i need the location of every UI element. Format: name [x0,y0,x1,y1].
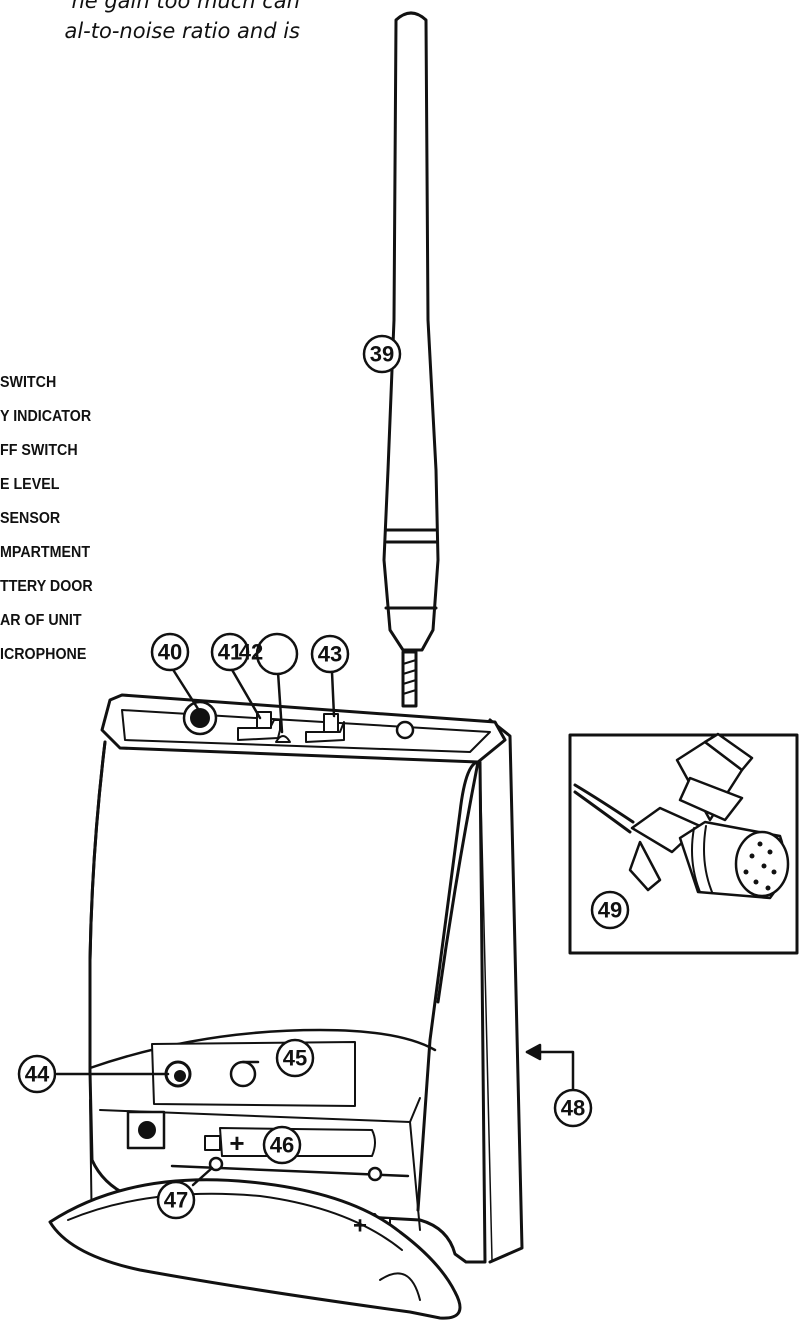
intro-line-2: al-to-noise ratio and is [64,19,300,43]
callout-46: 46 [270,1133,294,1158]
legend-item: E LEVEL [0,476,60,493]
callout-40: 40 [158,640,182,665]
legend-item: MPARTMENT [0,544,91,561]
legend-item: FF SWITCH [0,442,78,459]
top-controls [182,700,415,743]
callout-44: 44 [25,1062,50,1087]
leader-lines [55,666,575,1187]
intro-line-1: ne gain too much can [71,0,300,13]
legend-item: AR OF UNIT [0,612,82,629]
battery-plus-symbol: + [353,1213,367,1240]
antenna [382,11,440,708]
callout-circles [17,334,630,1220]
legend-item: TTERY DOOR [0,578,93,595]
legend-item: ICROPHONE [0,646,87,663]
callout-39: 39 [370,342,394,367]
callout-42: 42 [239,640,263,665]
legend-item: Y INDICATOR [0,408,92,425]
battery-plus-symbol: + [229,1128,244,1158]
callout-45: 45 [283,1046,307,1071]
parts-legend: SWITCH Y INDICATOR FF SWITCH E LEVEL SEN… [0,366,180,672]
callout-49: 49 [598,898,622,923]
callout-labels: 39 40 41 42 43 44 45 46 47 48 49 + + [25,342,622,1240]
callout-43: 43 [318,642,342,667]
legend-item: SENSOR [0,510,61,527]
callout-48: 48 [561,1096,585,1121]
intro-text: ne gain too much can al-to-noise ratio a… [0,0,300,46]
transmitter-body [48,693,524,1320]
legend-item: SWITCH [0,374,57,391]
callout-41: 41 [218,640,242,665]
callout-47: 47 [164,1188,188,1213]
